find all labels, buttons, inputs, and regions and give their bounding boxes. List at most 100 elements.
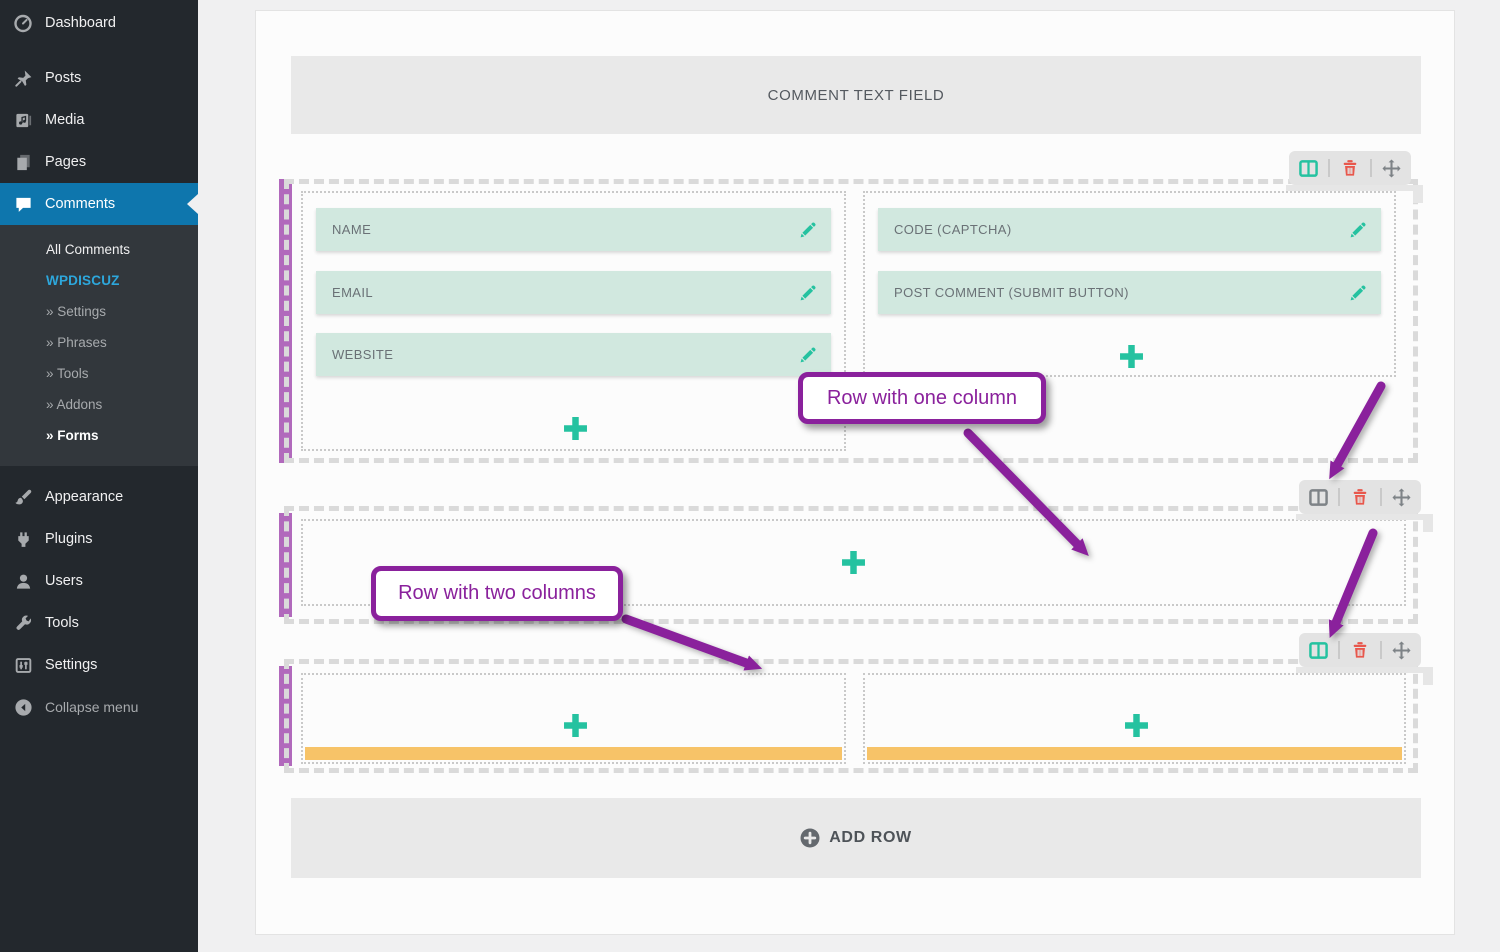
sidebar-item-comments[interactable]: Comments [0,183,198,225]
admin-sidebar: Dashboard Posts Media Pages Comments All… [0,0,198,952]
toolbar-shelf [1286,185,1423,191]
field-submit-button[interactable]: POST COMMENT (SUBMIT BUTTON) [878,271,1381,314]
pencil-icon [1350,284,1366,300]
sidebar-item-media[interactable]: Media [0,99,198,141]
add-field-button[interactable] [1118,343,1145,370]
toolbar-tab [1413,190,1423,203]
add-field-button[interactable] [562,712,589,739]
edit-field-button[interactable] [1347,282,1369,304]
toolbar-separator [1328,159,1331,177]
row1-column-2: CODE (CAPTCHA) POST COMMENT (SUBMIT BUTT… [863,191,1396,377]
row3-toolbar [1296,633,1433,685]
edit-field-button[interactable] [797,344,819,366]
menu-separator [0,44,198,57]
row1-column-1: NAME EMAIL WEBSITE [301,191,846,451]
annotation-text: Row with one column [826,386,1018,409]
toolbar-shelf [1296,514,1433,520]
sidebar-item-label: Settings [45,657,98,673]
row1-delete-button[interactable] [1338,156,1362,180]
row3-column-1 [301,673,846,764]
add-field-button[interactable] [562,415,589,442]
row1-columns-button[interactable] [1297,156,1321,180]
toolbar-separator [1338,488,1341,506]
sidebar-item-label: Plugins [45,531,93,547]
sidebar-item-pages[interactable]: Pages [0,141,198,183]
row1-move-handle[interactable] [1379,156,1403,180]
row2-move-handle[interactable] [1389,485,1413,509]
sidebar-item-users[interactable]: Users [0,560,198,602]
annotation-one-column: Row with one column [798,372,1046,424]
plus-circle-icon [800,828,820,848]
column-drop-strip [867,747,1402,760]
comments-submenu: All Comments WPDISCUZ » Settings » Phras… [0,225,198,466]
row3-delete-button[interactable] [1348,638,1372,662]
add-field-button[interactable] [1123,712,1150,739]
sidebar-item-settings[interactable]: Settings [0,644,198,686]
plus-icon [564,417,587,440]
row3-move-handle[interactable] [1389,638,1413,662]
column-drop-strip [305,747,842,760]
sidebar-lower-menu: Appearance Plugins Users Tools Settings [0,476,198,728]
add-field-button[interactable] [840,549,867,576]
toolbar-separator [1379,488,1382,506]
users-icon [13,571,33,591]
sidebar-item-label: Media [45,112,85,128]
add-row-button[interactable]: ADD ROW [291,798,1421,878]
submenu-item-tools[interactable]: » Tools [46,366,89,381]
add-row-label: ADD ROW [829,829,912,846]
submenu-item-forms[interactable]: » Forms [46,428,99,443]
row2-delete-button[interactable] [1348,485,1372,509]
comments-icon [13,194,33,214]
toolbar-separator [1338,641,1341,659]
toolbar-separator [1379,641,1382,659]
submenu-item-all-comments[interactable]: All Comments [46,242,131,257]
field-website[interactable]: WEBSITE [316,333,831,376]
sidebar-item-label: Tools [45,615,79,631]
field-captcha[interactable]: CODE (CAPTCHA) [878,208,1381,251]
submenu-item-addons[interactable]: » Addons [46,397,103,412]
form-builder-panel: COMMENT TEXT FIELD NAME EMAIL [255,10,1455,935]
plugin-icon [13,529,33,549]
edit-field-button[interactable] [797,219,819,241]
sidebar-item-label: Users [45,573,83,589]
plus-icon [842,551,865,574]
field-label: WEBSITE [332,347,394,362]
row1-toolbar [1286,151,1423,203]
toolbar-shelf [1296,667,1433,673]
edit-field-button[interactable] [1347,219,1369,241]
sidebar-item-appearance[interactable]: Appearance [0,476,198,518]
settings-icon [13,655,33,675]
sidebar-item-tools[interactable]: Tools [0,602,198,644]
pages-icon [13,152,33,172]
row3-column-2 [863,673,1406,764]
dashboard-icon [13,13,33,33]
row2-column-1 [301,519,1406,606]
collapse-menu-button[interactable]: Collapse menu [0,686,198,728]
field-name[interactable]: NAME [316,208,831,251]
annotation-text: Row with two columns [398,582,596,604]
submenu-item-phrases[interactable]: » Phrases [46,335,107,350]
toolbar-tab [1423,519,1433,532]
row2-columns-button[interactable] [1307,485,1331,509]
sidebar-item-label: Dashboard [45,15,116,31]
sidebar-item-label: Posts [45,70,82,86]
submenu-item-settings[interactable]: » Settings [46,304,107,319]
field-label: EMAIL [332,285,374,300]
field-email[interactable]: EMAIL [316,271,831,314]
plus-icon [1125,714,1148,737]
comment-text-field-label: COMMENT TEXT FIELD [767,86,945,104]
plus-icon [564,714,587,737]
sidebar-item-posts[interactable]: Posts [0,57,198,99]
sidebar-item-dashboard[interactable]: Dashboard [0,2,198,44]
toolbar-tab [1423,672,1433,685]
toolbar-separator [1369,159,1372,177]
pin-icon [13,68,33,88]
sidebar-item-plugins[interactable]: Plugins [0,518,198,560]
field-label: POST COMMENT (SUBMIT BUTTON) [894,285,1129,300]
row3-columns-button[interactable] [1307,638,1331,662]
collapse-icon [13,697,33,717]
submenu-item-wpdiscuz[interactable]: WPDISCUZ [46,273,120,288]
pencil-icon [800,346,816,362]
edit-field-button[interactable] [797,282,819,304]
media-icon [13,110,33,130]
